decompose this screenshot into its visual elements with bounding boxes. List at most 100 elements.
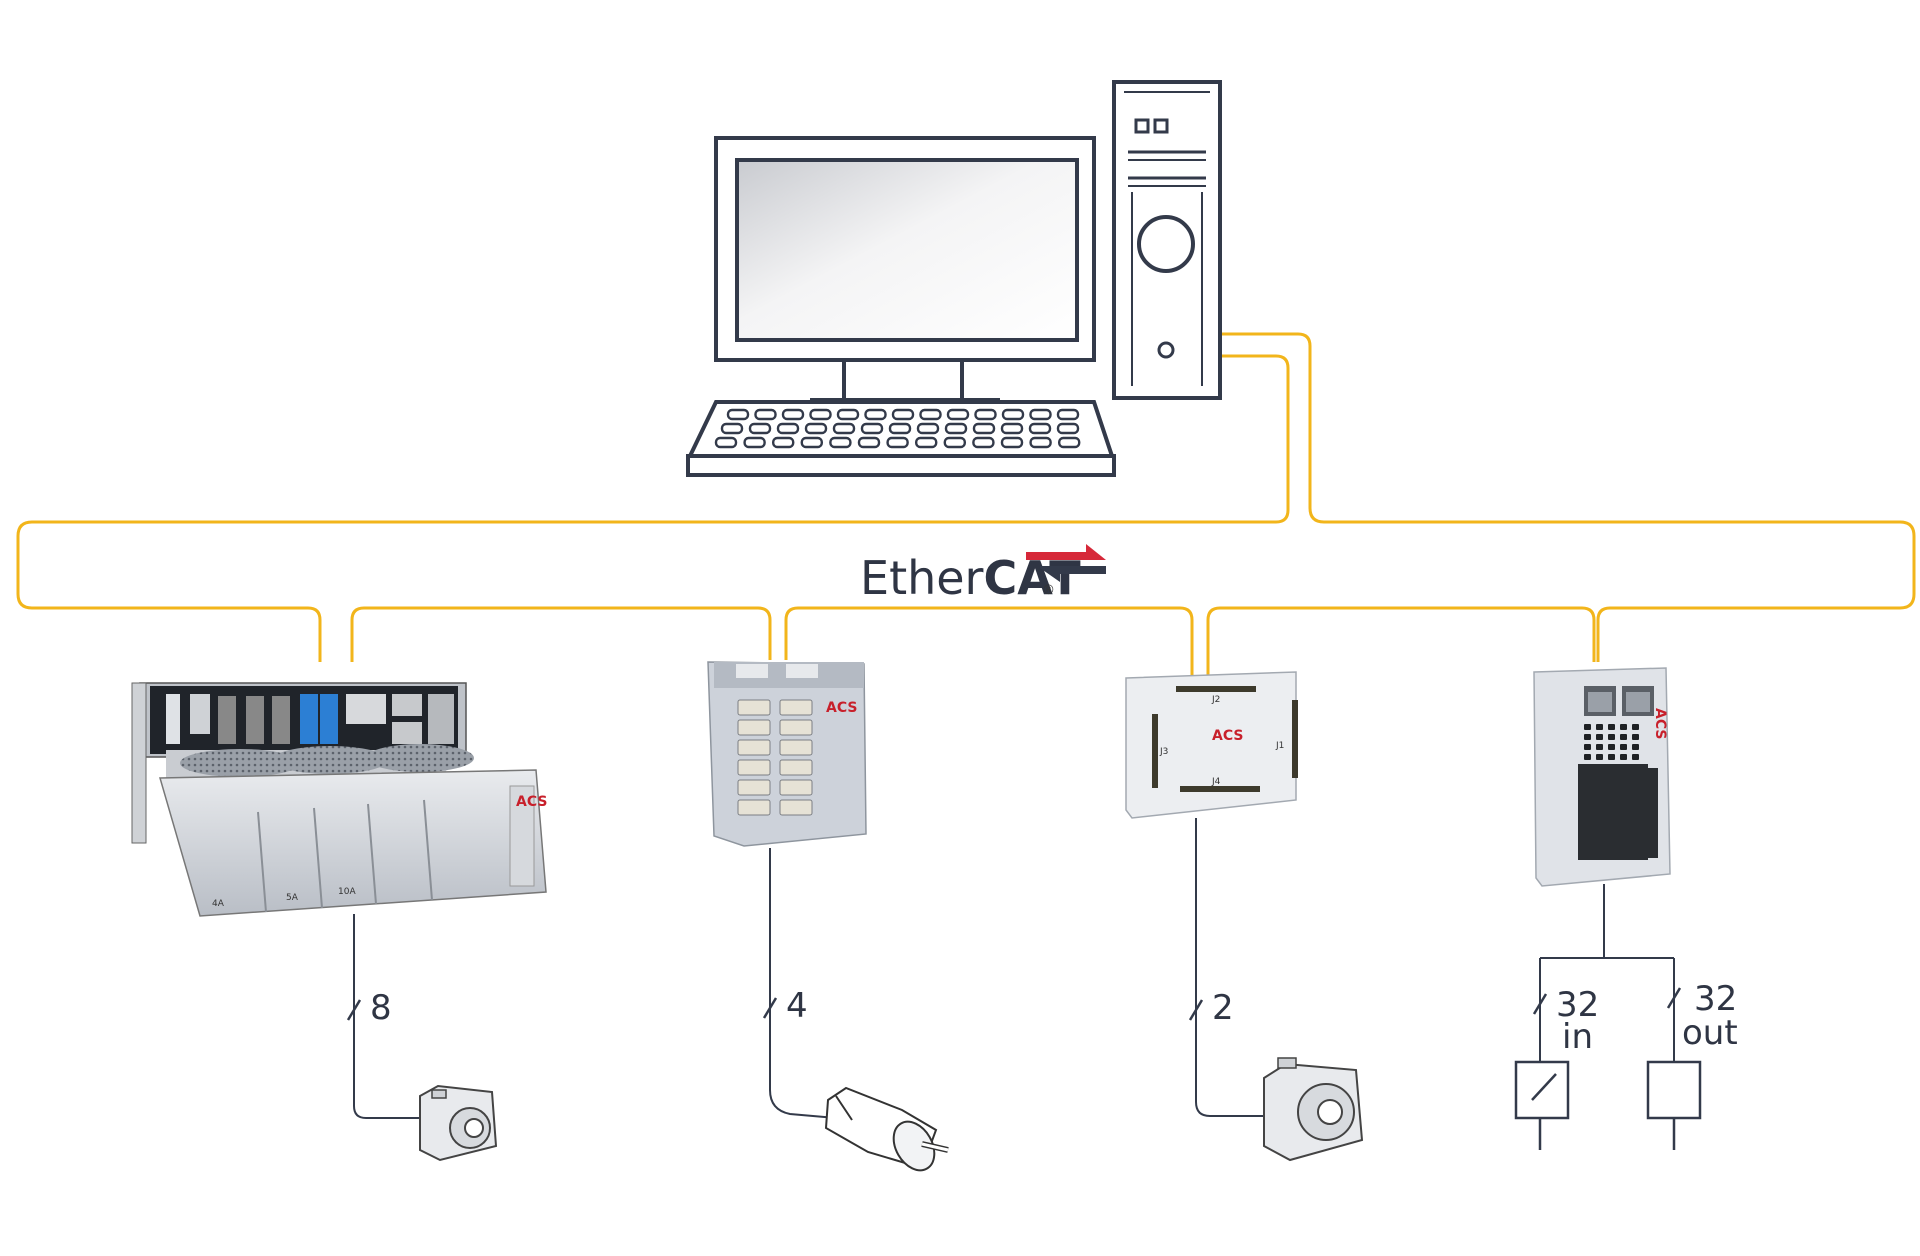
- keyboard-key: [946, 408, 970, 421]
- io-terminal: [1596, 734, 1603, 740]
- keyboard-key: [804, 422, 828, 435]
- io-terminal: [1632, 744, 1639, 750]
- drive-box-connector: [779, 699, 813, 716]
- keyboard-key: [888, 422, 912, 435]
- io-terminal: [1620, 724, 1627, 730]
- rack-module-label-1: 4A: [212, 899, 225, 909]
- keyboard-key: [781, 408, 805, 421]
- keyboard-key: [748, 422, 772, 435]
- keyboard-key: [772, 436, 795, 449]
- io-in-label: in: [1562, 1017, 1593, 1057]
- rack-module-label-2: 5A: [286, 893, 299, 903]
- keyboard-key: [860, 422, 884, 435]
- keyboard-key: [714, 436, 738, 449]
- flat-logo: ACS: [1212, 728, 1243, 744]
- keyboard-key: [974, 408, 997, 421]
- keyboard-key: [864, 408, 887, 421]
- keyboard-keys: [714, 408, 1081, 449]
- keyboard-key: [1000, 436, 1024, 449]
- bus-drop-1: [350, 606, 772, 662]
- axis-count-rack: 8: [370, 988, 392, 1028]
- tower-led: [1157, 341, 1175, 359]
- io-terminal: [1632, 754, 1639, 760]
- rack-module-label-3: 10A: [338, 887, 356, 897]
- io-terminal: [1584, 734, 1591, 740]
- keyboard-key: [1001, 408, 1025, 421]
- keyboard-key: [1056, 408, 1080, 421]
- keyboard-key: [829, 436, 852, 449]
- drive-box-connector: [779, 779, 813, 796]
- keyboard-key: [916, 422, 940, 435]
- ethercat-logo: EtherCAT ®: [860, 544, 1106, 605]
- flat-port-j2: J2: [1211, 695, 1220, 705]
- io-in-count: 32: [1556, 985, 1599, 1025]
- keyboard-key: [915, 436, 938, 449]
- keyboard-key: [776, 422, 800, 435]
- keyboard-key: [809, 408, 832, 421]
- device-rack-controller: ACS 4A 5A 10A: [131, 682, 547, 917]
- drive-box-connectors: [737, 699, 813, 816]
- axis-count-drive-box: 4: [786, 986, 808, 1026]
- drive-box-connector: [737, 759, 771, 776]
- tower-power-knob: [1137, 215, 1195, 273]
- io-out-count: 32: [1694, 979, 1737, 1019]
- io-terminal: [1584, 744, 1591, 750]
- keyboard-key: [836, 408, 860, 421]
- keyboard-key: [972, 422, 996, 435]
- axis-count-slashes: [346, 987, 1682, 1021]
- drive-box-connector: [779, 799, 813, 816]
- rack-logo: ACS: [516, 794, 547, 810]
- pc-keyboard: [686, 400, 1116, 477]
- keyboard-key: [919, 408, 942, 421]
- keyboard-key: [1029, 408, 1052, 421]
- ethercat-arrow-icon-lower: [1040, 566, 1106, 582]
- io-terminal: [1608, 744, 1615, 750]
- keyboard-key: [1029, 436, 1052, 449]
- keyboard-key: [832, 422, 856, 435]
- drive-box-connector: [737, 799, 771, 816]
- device-drive-box: ACS: [707, 661, 867, 847]
- keyboard-key: [800, 436, 823, 449]
- keyboard-key: [754, 408, 777, 421]
- keyboard-key: [720, 422, 744, 435]
- keyboard-key: [743, 436, 766, 449]
- io-terminal: [1620, 754, 1627, 760]
- drive-box-connector: [737, 779, 771, 796]
- keyboard-key: [1056, 422, 1080, 435]
- io-terminal: [1596, 754, 1603, 760]
- device-io-module: ACS: [1533, 667, 1671, 887]
- digital-output-load-icon: [1646, 1060, 1702, 1150]
- keyboard-key: [1028, 422, 1052, 435]
- cable-drive-box: [769, 848, 837, 1119]
- cable-flat: [1195, 818, 1268, 1117]
- drive-box-logo: ACS: [826, 700, 857, 716]
- io-module-terminals: [1584, 724, 1639, 760]
- keyboard-key: [1057, 436, 1081, 449]
- stepper-motor-icon-2: [1263, 1057, 1364, 1162]
- keyboard-key: [857, 436, 881, 449]
- drive-box-connector: [737, 699, 771, 716]
- bus-drop-2: [784, 606, 1194, 676]
- io-terminal: [1608, 734, 1615, 740]
- ethercat-bus: [16, 332, 1916, 676]
- io-terminal: [1608, 754, 1615, 760]
- digital-input-switch-icon: [1514, 1060, 1570, 1150]
- io-logo: ACS: [1652, 708, 1668, 739]
- io-out-label: out: [1682, 1013, 1738, 1053]
- io-terminal: [1596, 744, 1603, 750]
- stepper-motor-icon-1: [419, 1084, 498, 1162]
- drive-box-connector: [779, 759, 813, 776]
- device-flat-controller: J2 J3 J1 J4 ACS: [1125, 671, 1298, 819]
- flat-port-j1: J1: [1275, 741, 1284, 751]
- pc-monitor: [714, 136, 1096, 402]
- motor-cables: [353, 818, 1675, 1119]
- ethercat-registered-mark: ®: [1042, 583, 1055, 598]
- flat-port-j4: J4: [1211, 777, 1221, 787]
- io-terminal: [1608, 724, 1615, 730]
- keyboard-key: [944, 422, 968, 435]
- io-terminal: [1632, 734, 1639, 740]
- io-terminal: [1632, 724, 1639, 730]
- io-terminal: [1584, 724, 1591, 730]
- bus-outer-loop: [1222, 332, 1916, 662]
